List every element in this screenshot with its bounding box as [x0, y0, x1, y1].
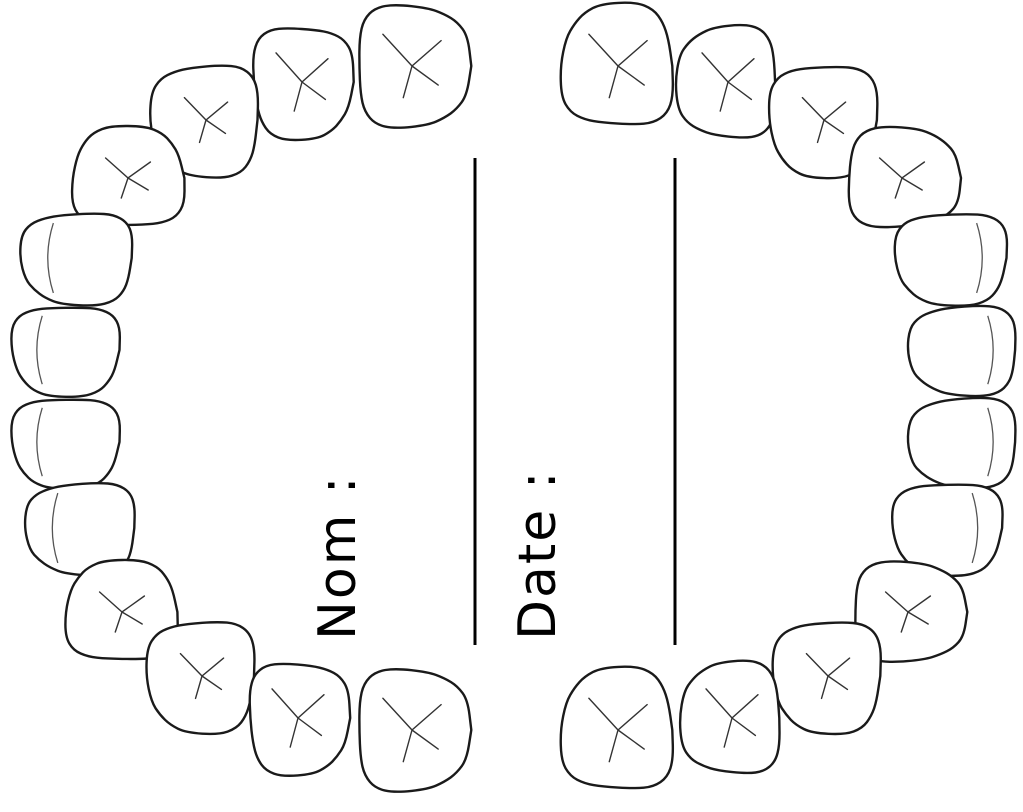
left-molar-tooth [250, 664, 350, 776]
right-incisor-tooth [908, 398, 1015, 488]
left-incisor-tooth [11, 400, 119, 489]
left-molar-tooth [359, 669, 471, 791]
right-molar-tooth [680, 661, 779, 773]
right-molar-tooth [561, 3, 673, 124]
right-incisor-tooth [908, 306, 1015, 396]
left-canine-tooth [20, 214, 132, 306]
left-molar-tooth [359, 5, 471, 127]
date-label: Date : [508, 470, 568, 640]
left-premolar-tooth [72, 126, 184, 225]
right-canine-tooth [895, 214, 1007, 305]
name-label: Nom : [308, 475, 368, 640]
left-molar-tooth [253, 28, 353, 140]
right-premolar-tooth [849, 127, 961, 227]
teeth-group [11, 3, 1015, 792]
right-molar-tooth [676, 25, 775, 137]
left-incisor-tooth [11, 308, 119, 397]
left-premolar-tooth [146, 622, 254, 734]
right-premolar-tooth [773, 623, 881, 734]
right-molar-tooth [561, 667, 673, 788]
